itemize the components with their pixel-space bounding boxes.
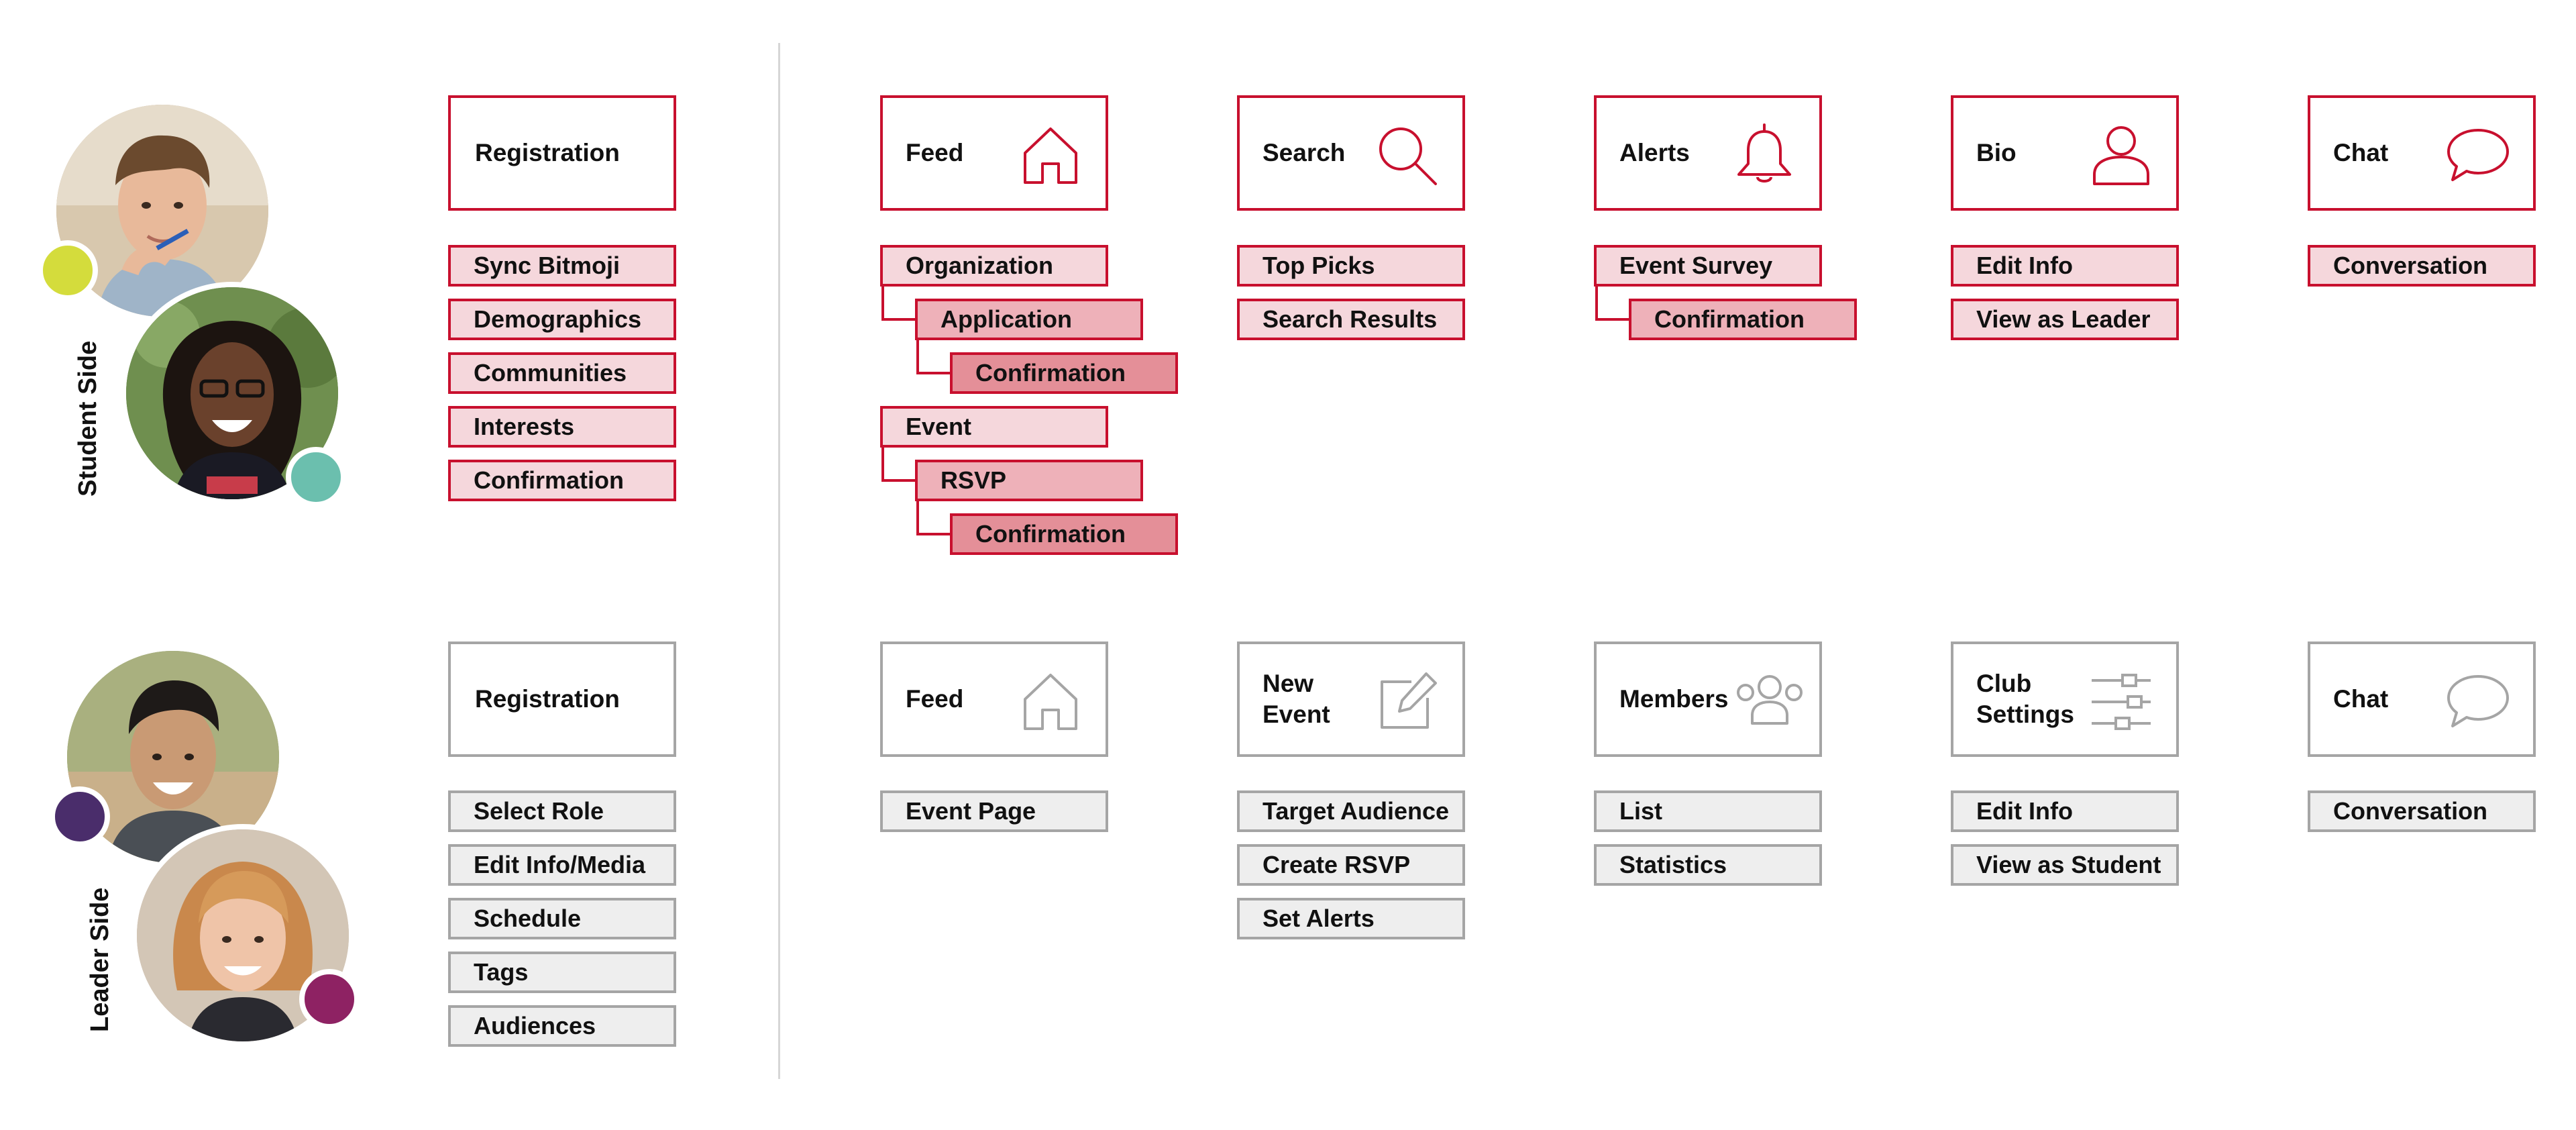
search-item: Search Results [1237, 299, 1465, 340]
student-search-title: Search [1263, 139, 1346, 166]
student-bio-box: Bio [1951, 95, 2179, 211]
home-icon [1024, 674, 1077, 730]
speech-bubble-icon [2447, 129, 2509, 181]
members-item: List [1594, 790, 1822, 832]
leader-registration-box: Registration [448, 641, 676, 757]
leader-new-event-box: New Event [1237, 641, 1465, 757]
alerts-confirmation: Confirmation [1629, 299, 1857, 340]
leader-registration-item: Edit Info/Media [448, 844, 676, 886]
student-search-box: Search [1237, 95, 1465, 211]
tree-connector [881, 285, 916, 321]
alerts-event-survey: Event Survey [1594, 245, 1822, 287]
leader-feed-box: Feed [880, 641, 1108, 757]
edit-icon [1381, 672, 1437, 729]
chat-item: Conversation [2308, 245, 2536, 287]
bell-icon [1737, 123, 1791, 183]
student-chat-title: Chat [2333, 139, 2389, 166]
feed-rsvp: RSVP [915, 460, 1143, 501]
leader-registration-item: Select Role [448, 790, 676, 832]
student-registration-item: Communities [448, 352, 676, 394]
student-status-dot-teal [286, 447, 346, 507]
leader-club-settings-box: Club Settings [1951, 641, 2179, 757]
student-alerts-title: Alerts [1619, 139, 1690, 166]
feed-event-confirmation: Confirmation [950, 513, 1178, 555]
leader-registration-item: Tags [448, 952, 676, 993]
leader-chat-box: Chat [2308, 641, 2536, 757]
section-divider [778, 43, 780, 1079]
student-feed-box: Feed [880, 95, 1108, 211]
search-item: Top Picks [1237, 245, 1465, 287]
leader-registration-item: Schedule [448, 898, 676, 939]
student-avatar-female [121, 282, 343, 505]
new-event-item: Set Alerts [1237, 898, 1465, 939]
tree-connector [1595, 285, 1630, 321]
feed-organization: Organization [880, 245, 1108, 287]
feed-org-confirmation: Confirmation [950, 352, 1178, 394]
tree-connector [916, 500, 951, 535]
bio-item: Edit Info [1951, 245, 2179, 287]
student-alerts-box: Alerts [1594, 95, 1822, 211]
sliders-icon [2092, 674, 2151, 730]
student-bio-title: Bio [1976, 139, 2017, 166]
student-chat-box: Chat [2308, 95, 2536, 211]
club-settings-item: View as Student [1951, 844, 2179, 886]
leader-registration-title: Registration [475, 685, 620, 713]
student-side-label: Student Side [74, 340, 102, 497]
leader-feed-item: Event Page [880, 790, 1108, 832]
student-registration-item: Demographics [448, 299, 676, 340]
user-icon [2093, 126, 2149, 185]
leader-chat-item: Conversation [2308, 790, 2536, 832]
members-item: Statistics [1594, 844, 1822, 886]
search-icon [1379, 127, 1437, 185]
new-event-item: Target Audience [1237, 790, 1465, 832]
student-registration-item: Interests [448, 406, 676, 448]
new-event-item: Create RSVP [1237, 844, 1465, 886]
feed-application: Application [915, 299, 1143, 340]
student-registration-title: Registration [475, 139, 620, 166]
leader-side-label: Leader Side [86, 887, 114, 1032]
leader-status-dot-purple [50, 786, 110, 847]
student-registration-item: Confirmation [448, 460, 676, 501]
bio-item: View as Leader [1951, 299, 2179, 340]
student-status-dot-lime [38, 240, 98, 301]
tree-connector [916, 339, 951, 374]
student-feed-title: Feed [906, 139, 964, 166]
club-settings-item: Edit Info [1951, 790, 2179, 832]
group-icon [1737, 675, 1803, 725]
leader-club-settings-title: Club Settings [1976, 670, 2074, 728]
leader-members-box: Members [1594, 641, 1822, 757]
feed-event: Event [880, 406, 1108, 448]
tree-connector [881, 446, 916, 482]
leader-status-dot-magenta [299, 969, 360, 1029]
student-registration-item: Sync Bitmoji [448, 245, 676, 287]
leader-feed-title: Feed [906, 685, 964, 713]
speech-bubble-icon [2447, 675, 2509, 727]
leader-members-title: Members [1619, 685, 1729, 713]
leader-new-event-title: New Event [1263, 670, 1330, 728]
leader-registration-item: Audiences [448, 1005, 676, 1047]
home-icon [1024, 127, 1077, 184]
leader-chat-title: Chat [2333, 685, 2389, 713]
student-registration-box: Registration [448, 95, 676, 211]
